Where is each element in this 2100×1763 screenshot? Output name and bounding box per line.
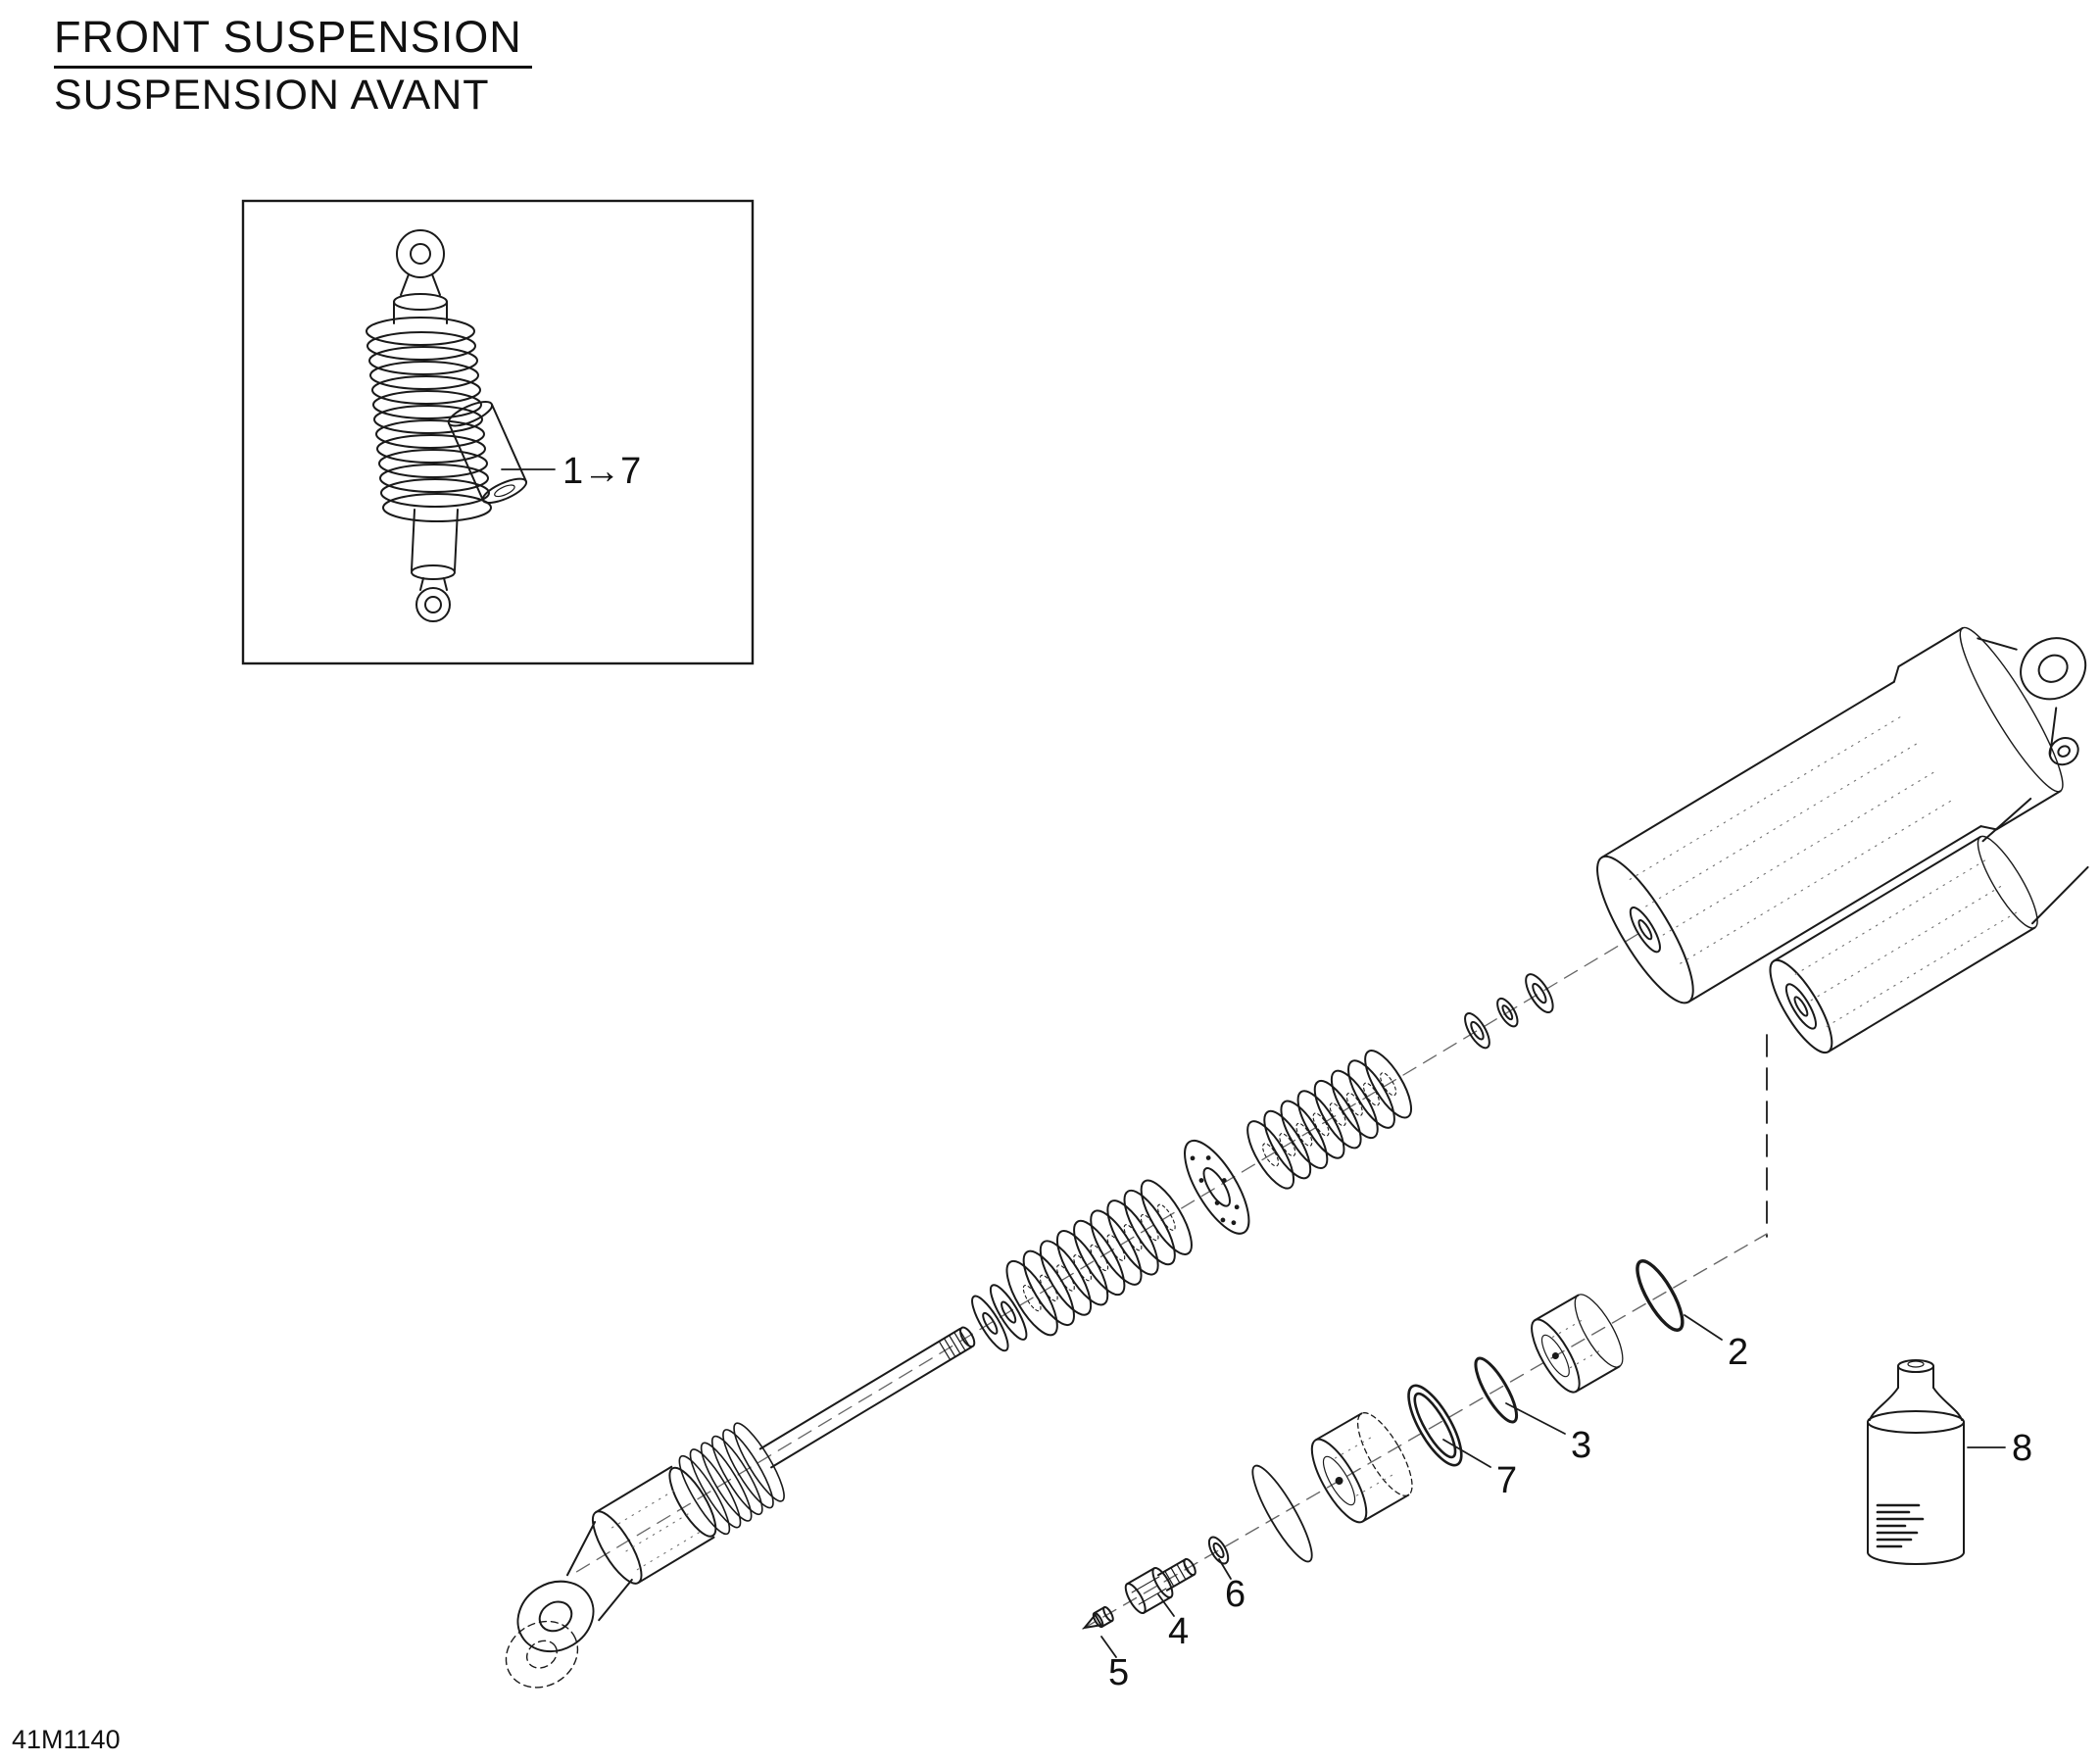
- floating-piston: [1310, 1412, 1413, 1524]
- callout-4-label: 4: [1168, 1611, 1189, 1652]
- document-code: 41M1140: [12, 1725, 121, 1754]
- callout-6-line: [1218, 1558, 1232, 1580]
- rod-end-eyelet: [505, 1521, 633, 1689]
- shock-head-eyelet: [1977, 637, 2087, 766]
- callout-7-line: [1442, 1439, 1491, 1468]
- o-ring-part-3: [1474, 1356, 1519, 1424]
- main-piston-disc: [1184, 1139, 1250, 1235]
- top-eyelet: [396, 229, 445, 278]
- shock-oil-can: [1867, 1359, 1965, 1565]
- callout-5-line: [1100, 1636, 1117, 1658]
- small-parts-exploded-line: [1082, 1233, 1768, 1630]
- piggyback-reservoir: [447, 401, 528, 504]
- o-ring-part-2: [1636, 1259, 1685, 1332]
- callout-2-label: 2: [1728, 1332, 1748, 1373]
- shock-shaft: [758, 1326, 976, 1469]
- inset-frame: [241, 199, 755, 665]
- callout-3-label: 3: [1571, 1425, 1591, 1466]
- seal-plate: [1251, 1464, 1313, 1563]
- coil-spring: [366, 317, 492, 522]
- washer-part-6: [1207, 1536, 1230, 1565]
- callout-1-7-label: 1→7: [562, 451, 641, 492]
- seal-carrier-body: [591, 1465, 717, 1585]
- bleed-bolt-part-4: [1124, 1557, 1197, 1615]
- callout-5-label: 5: [1108, 1652, 1129, 1693]
- o-ring-part-7: [1407, 1384, 1463, 1467]
- shim-stack-inner: [997, 1172, 1202, 1344]
- assembled-shock-thumbnail: [366, 229, 528, 622]
- can-label-text-lines: [1876, 1503, 1925, 1548]
- shaft-washer-pair: [971, 1284, 1028, 1352]
- callout-3-line: [1505, 1402, 1566, 1435]
- callout-6-label: 6: [1225, 1574, 1245, 1615]
- retainer-rings: [1464, 973, 1554, 1050]
- adjuster-knob: [2048, 737, 2079, 766]
- reference-inset: 1→7: [241, 199, 755, 665]
- main-exploded-assembly: [505, 626, 2089, 1689]
- callout-2-line: [1684, 1314, 1723, 1341]
- callouts: 2 3 7 6 4 5 8: [1100, 1314, 2032, 1693]
- center-axis-line: [575, 932, 1640, 1573]
- valve-piston: [1531, 1294, 1624, 1394]
- callout-4-line: [1157, 1593, 1175, 1617]
- page-title: FRONT SUSPENSION: [54, 12, 532, 69]
- shock-main-cylinder: [1596, 626, 2064, 1004]
- screw-part-5: [1082, 1605, 1114, 1630]
- callout-7-label: 7: [1496, 1460, 1517, 1501]
- shock-reservoir: [1769, 797, 2089, 1054]
- bottom-eyelet: [415, 587, 451, 622]
- page-subtitle: SUSPENSION AVANT: [54, 72, 490, 119]
- callout-8-label: 8: [2012, 1428, 2032, 1469]
- page-header: FRONT SUSPENSION SUSPENSION AVANT: [54, 12, 532, 120]
- small-parts-axis-line: [1082, 1233, 1768, 1630]
